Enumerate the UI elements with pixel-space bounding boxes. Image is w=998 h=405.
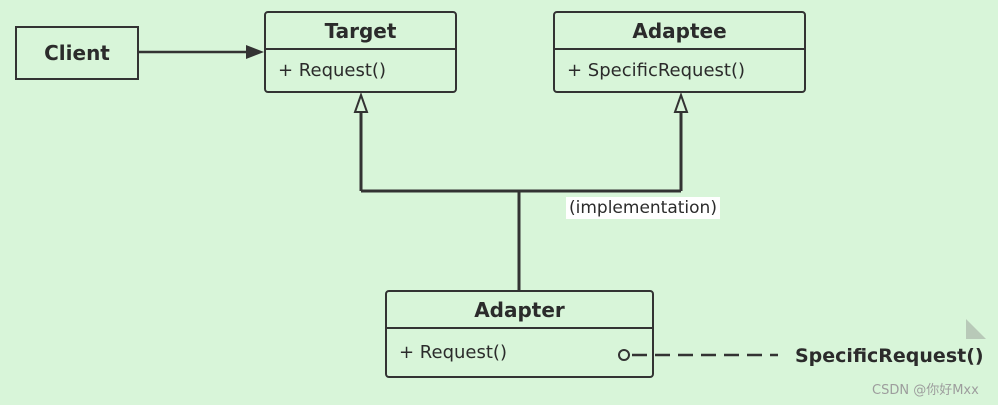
watermark: CSDN @你好Mxx [872,383,979,398]
corner-mark [966,319,986,339]
client-to-target-arrowhead [246,45,264,59]
adapter-method: + Request() [399,341,507,363]
adapter-class: Adapter + Request() [385,290,654,378]
adaptee-class-name: Adaptee [555,13,804,50]
client-box: Client [15,26,139,80]
adaptee-method: + SpecificRequest() [567,59,746,81]
adaptee-class: Adaptee + SpecificRequest() [553,11,806,93]
adapter-class-name: Adapter [387,292,652,329]
target-class: Target + Request() [264,11,457,93]
target-method: + Request() [278,59,386,81]
target-inheritance-arrow [353,91,369,113]
adaptee-inheritance-arrow [673,91,689,113]
client-label: Client [44,41,110,65]
method-anchor-circle [618,349,630,361]
target-class-name: Target [266,13,455,50]
implementation-label: (implementation) [566,197,720,219]
specific-request-note: SpecificRequest() [795,345,984,367]
